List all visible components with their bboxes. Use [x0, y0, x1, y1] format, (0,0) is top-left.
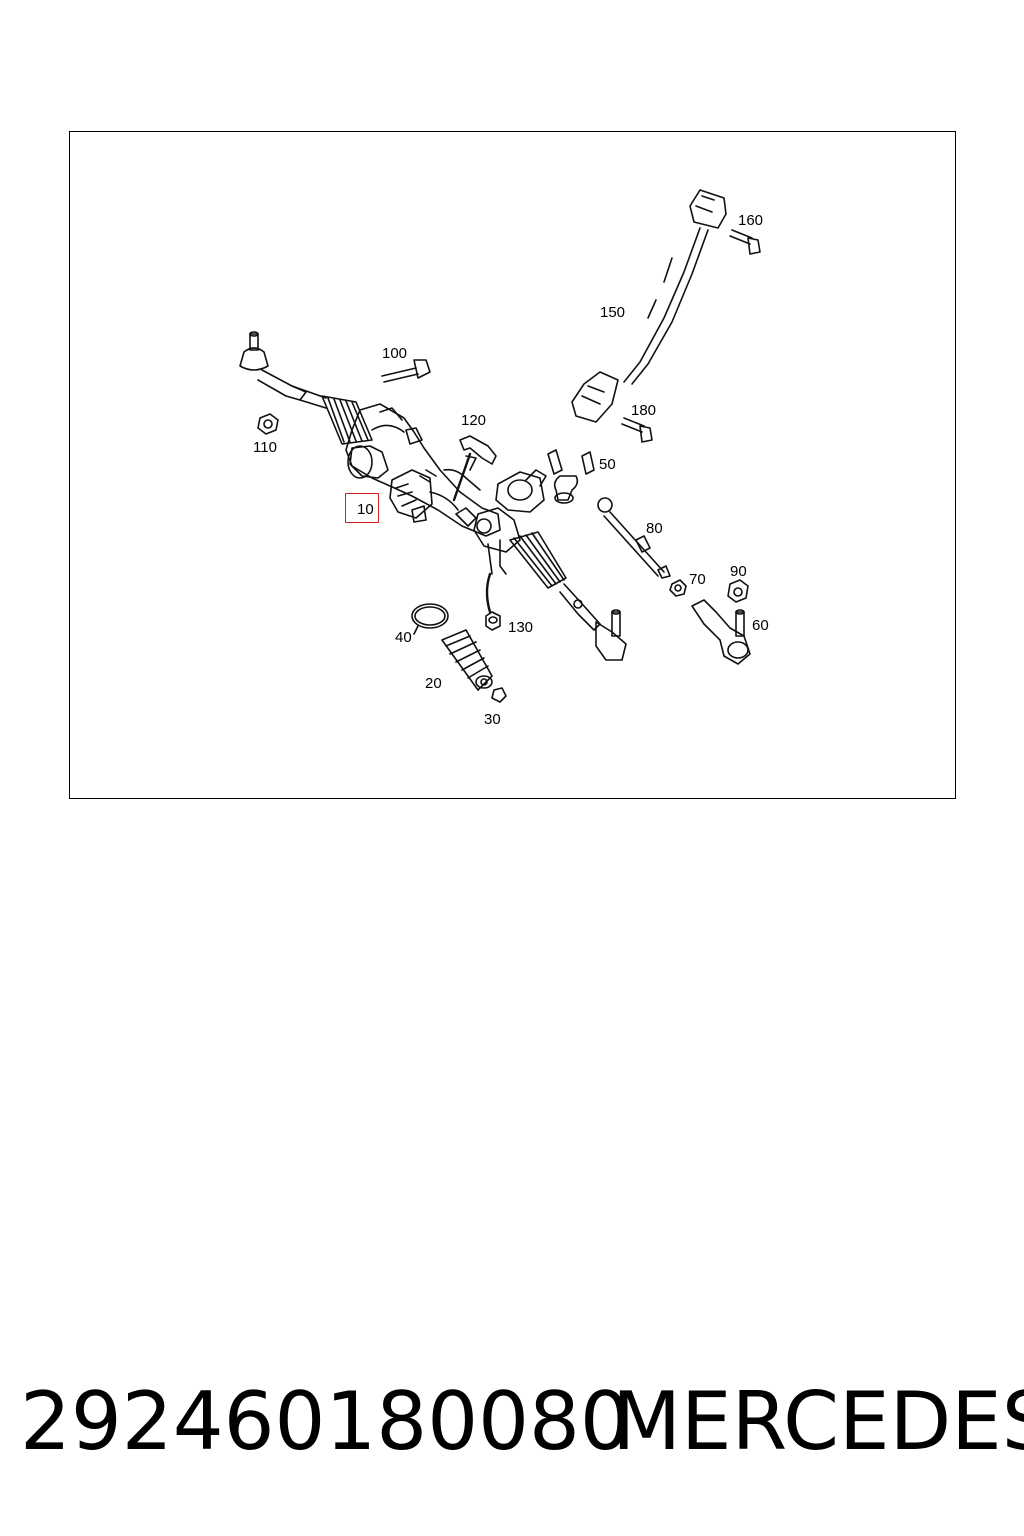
- diagram-frame: [69, 131, 956, 799]
- left-bellows-boot: [321, 395, 373, 445]
- bolt-100: [381, 359, 431, 383]
- nut-110: [257, 413, 279, 435]
- part-number: 292460180080: [20, 1375, 631, 1468]
- callout-90[interactable]: 90: [730, 563, 747, 580]
- callout-70[interactable]: 70: [689, 571, 706, 588]
- right-tie-rod: [559, 583, 627, 661]
- callout-100[interactable]: 100: [382, 345, 408, 362]
- steering-rack-exploded-diagram: [239, 189, 761, 703]
- clip-30: [491, 687, 507, 703]
- clamp-40: [411, 603, 449, 635]
- right-bellows-boot: [509, 531, 567, 589]
- callout-110[interactable]: 110: [253, 439, 277, 456]
- nut-90: [727, 579, 749, 603]
- bolt-180: [621, 417, 653, 443]
- callout-160[interactable]: 160: [738, 212, 764, 229]
- callout-50[interactable]: 50: [599, 456, 616, 473]
- callout-60[interactable]: 60: [752, 617, 769, 634]
- callout-40[interactable]: 40: [395, 629, 412, 646]
- brand-name: MERCEDES: [612, 1375, 1024, 1468]
- callout-30[interactable]: 30: [484, 711, 501, 728]
- tie-rod-end-60: [691, 599, 751, 665]
- callout-20[interactable]: 20: [425, 675, 442, 692]
- callout-180[interactable]: 180: [631, 402, 657, 419]
- callout-130[interactable]: 130: [508, 619, 534, 636]
- bracket-120: [452, 435, 497, 502]
- left-tie-rod-end: [239, 331, 327, 409]
- steering-shaft-150: [571, 189, 727, 423]
- rack-housing: [345, 403, 547, 575]
- bolt-160: [729, 229, 761, 255]
- part-caption: 292460180080 MERCEDES: [20, 1372, 1024, 1472]
- nut-130: [485, 572, 501, 631]
- part-50: [547, 449, 595, 504]
- callout-80[interactable]: 80: [646, 520, 663, 537]
- boot-20: [441, 629, 493, 691]
- nut-70: [669, 579, 687, 597]
- callout-150[interactable]: 150: [600, 304, 626, 321]
- inner-tie-rod-80: [597, 497, 671, 579]
- callout-10[interactable]: 10: [345, 493, 379, 523]
- callout-120[interactable]: 120: [461, 412, 487, 429]
